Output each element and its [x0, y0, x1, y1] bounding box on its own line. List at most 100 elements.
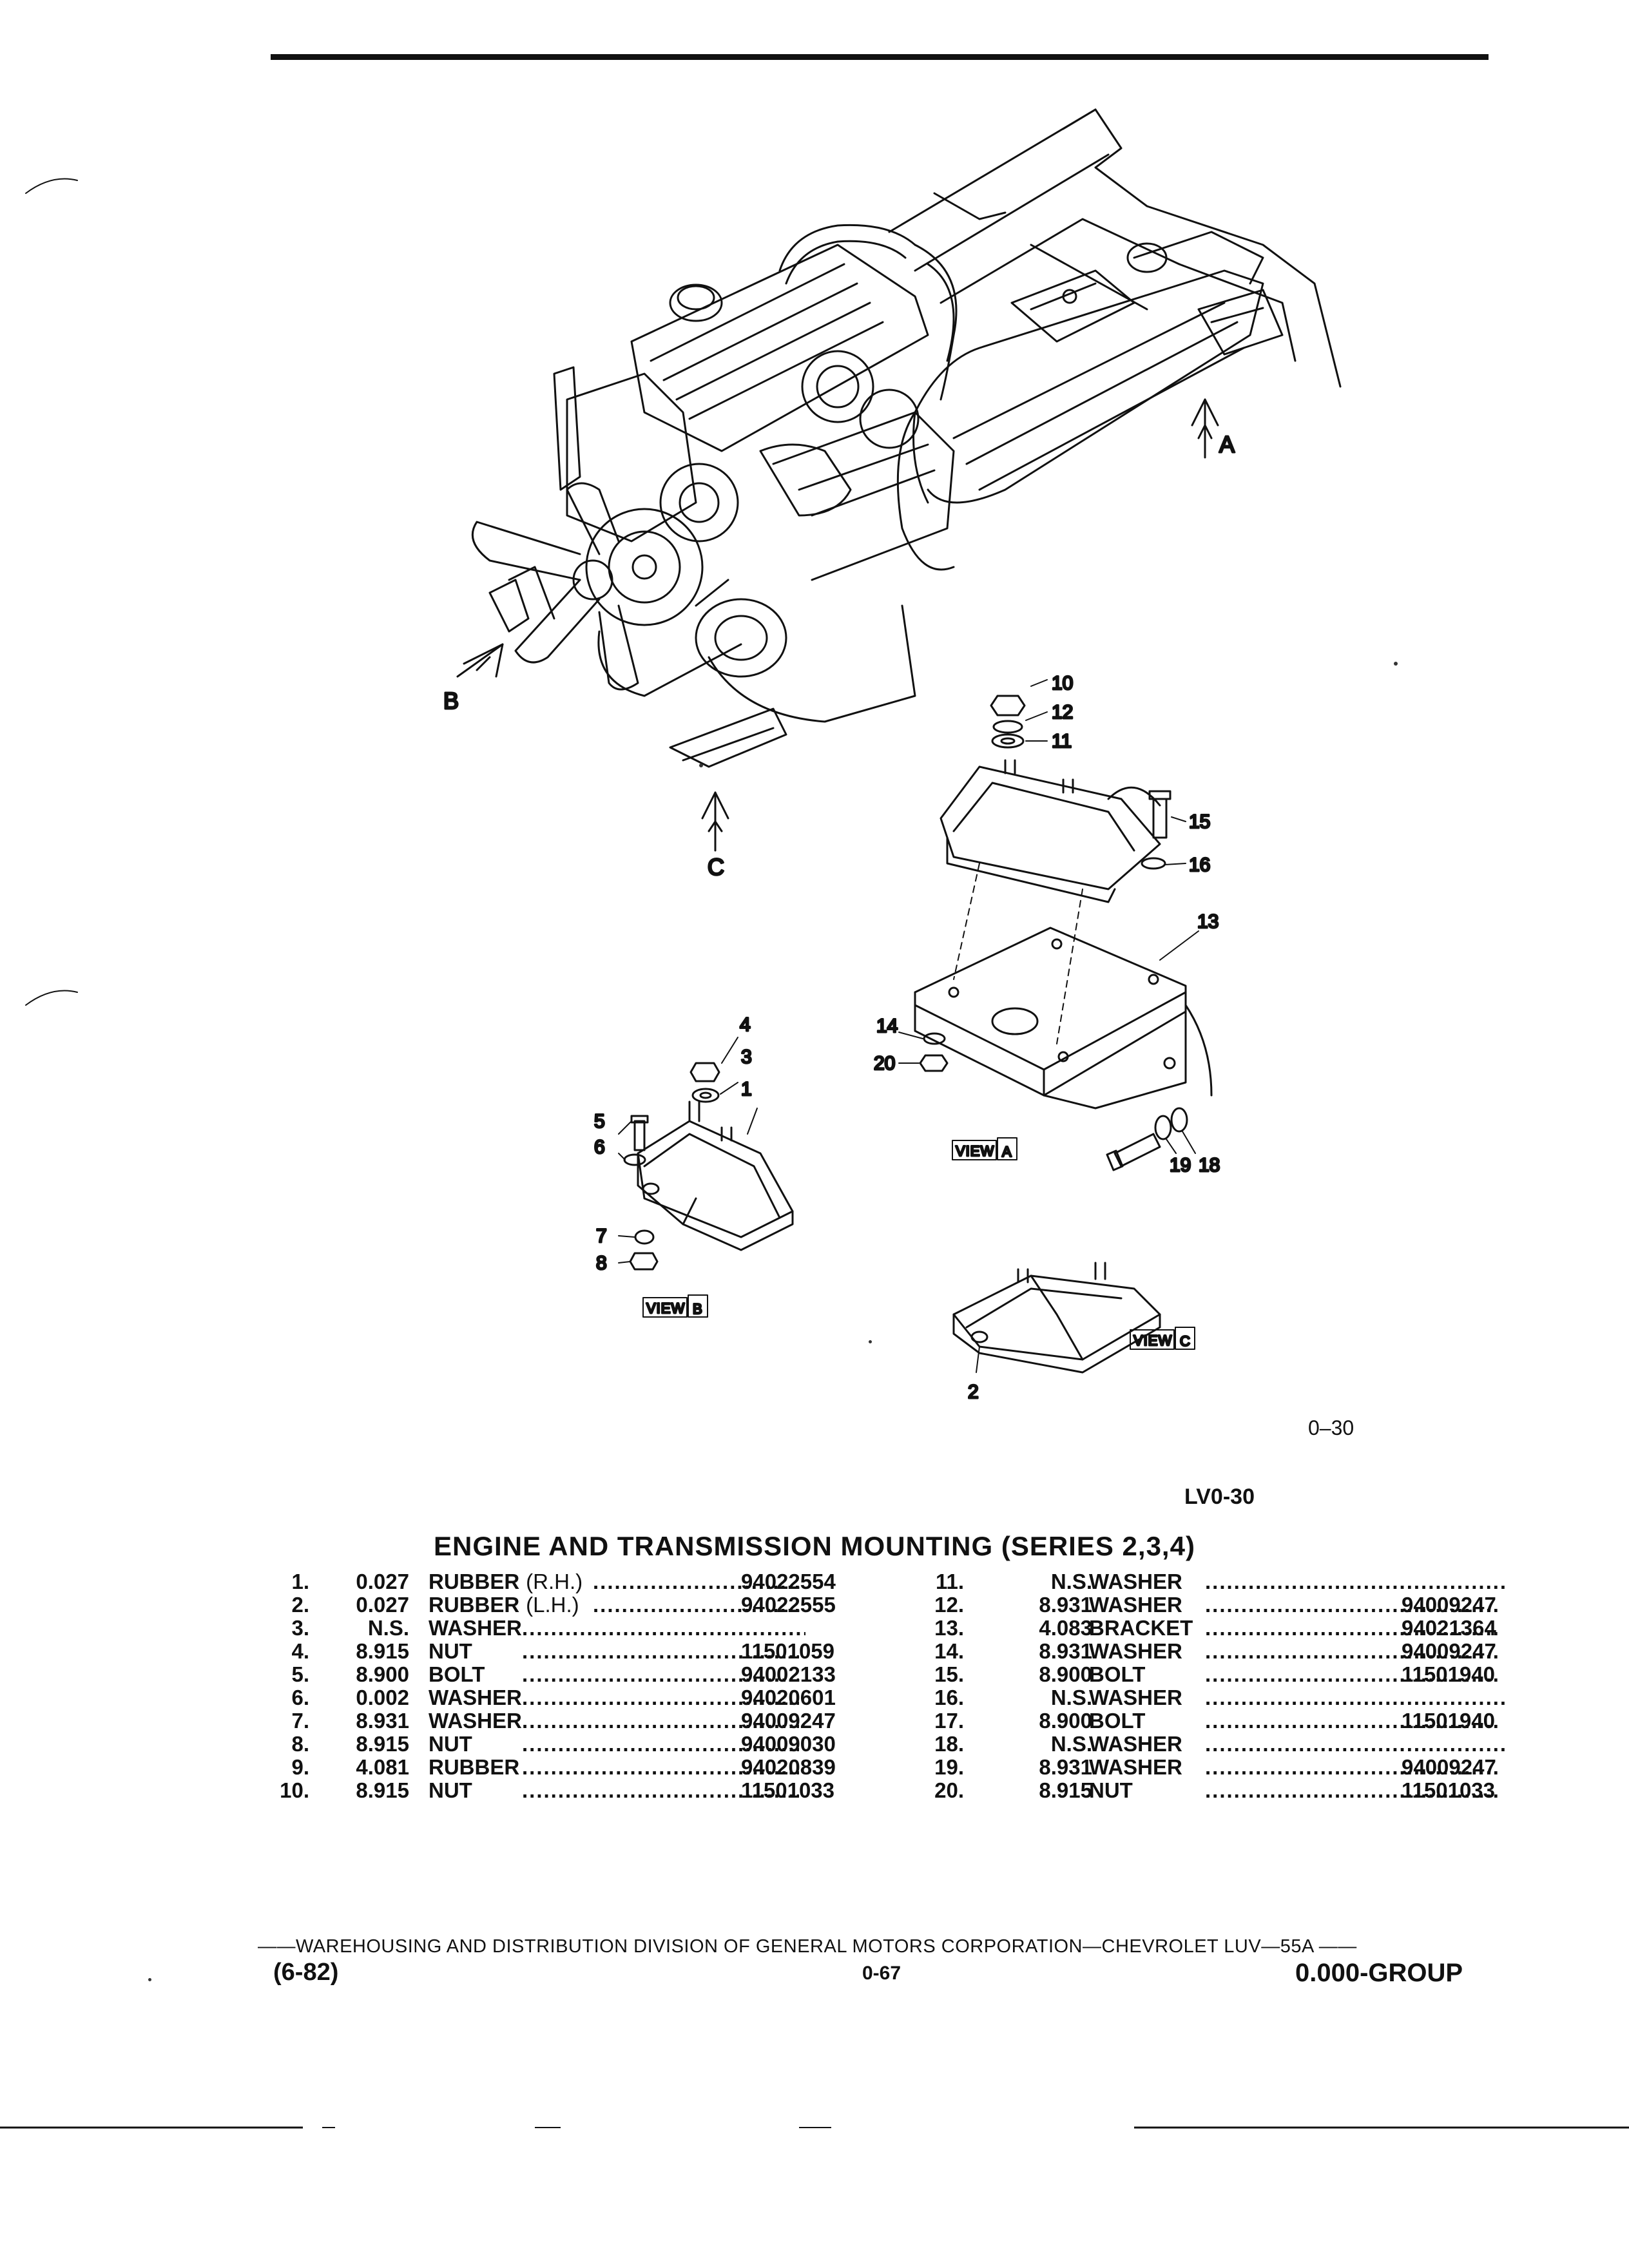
part-catalog-number: 94009247 [1402, 1755, 1496, 1779]
part-quantity-code: N.S. [1050, 1732, 1092, 1756]
part-name: BOLT [1089, 1662, 1146, 1686]
part-description: BOLT [1089, 1709, 1152, 1733]
part-number-index: 12. [934, 1593, 964, 1617]
leader-dots: ........................................… [522, 1616, 805, 1640]
leader-dots: ........................................… [522, 1709, 799, 1733]
part-name: NUT [429, 1639, 472, 1663]
arrow-letter-a: A [1219, 431, 1235, 457]
part-name: WASHER [1089, 1755, 1182, 1779]
part-quantity-code: 4.081 [356, 1755, 409, 1779]
part-quantity-code: 8.931 [1039, 1593, 1092, 1617]
part-number-index: 11. [935, 1570, 964, 1593]
callout-20: 20 [874, 1053, 895, 1074]
exploded-diagram: 10 12 11 15 16 13 14 20 19 18 4 3 1 5 6 … [25, 108, 1342, 1404]
engine-assembly [471, 224, 958, 768]
view-arrow-a [1191, 398, 1219, 459]
svg-text:C: C [1180, 1333, 1191, 1349]
leader-dots: ........................................… [1205, 1755, 1501, 1779]
part-quantity-code: 8.900 [1039, 1662, 1092, 1686]
leader-dots: ........................................… [522, 1755, 799, 1779]
part-quantity-code: 0.027 [356, 1570, 409, 1593]
part-description: WASHER [1089, 1732, 1189, 1756]
part-quantity-code: N.S. [1050, 1686, 1092, 1709]
figure-code: 0–30 [1308, 1416, 1354, 1439]
svg-text:VIEW: VIEW [1133, 1332, 1172, 1349]
view-label-a: VIEW A [952, 1137, 1017, 1161]
leader-dots: ........................................… [522, 1732, 799, 1756]
part-catalog-number: 11501940 [1402, 1662, 1496, 1686]
leader-dots: ........................................… [522, 1662, 799, 1686]
part-number-index: 2. [291, 1593, 309, 1617]
part-quantity-code: 8.915 [356, 1639, 409, 1663]
footer-publisher-line: ——WAREHOUSING AND DISTRIBUTION DIVISION … [258, 1936, 1357, 1957]
view-b-exploded [618, 1037, 794, 1271]
part-name: WASHER [1089, 1593, 1182, 1617]
part-number-index: 17. [934, 1709, 964, 1733]
part-number-index: 1. [291, 1570, 309, 1593]
leader-dots: ........................................… [522, 1778, 799, 1802]
callout-18: 18 [1199, 1155, 1220, 1176]
parts-row: 11.N.S.WASHER...........................… [928, 1570, 1521, 1593]
parts-list-left: 1. 0.027 RUBBER(R.H.).....................… [271, 1570, 876, 1802]
view-arrow-c [701, 791, 729, 852]
callout-11: 11 [1052, 731, 1072, 752]
part-quantity-code: 8.900 [356, 1662, 409, 1686]
part-catalog-number: 94009247 [741, 1709, 836, 1733]
view-label-c: VIEW C [1130, 1327, 1195, 1350]
part-name: NUT [429, 1732, 472, 1756]
part-description: RUBBER(L.H.) [429, 1593, 579, 1617]
leader-dots: ........................................… [522, 1639, 799, 1663]
part-quantity-code: 8.915 [356, 1778, 409, 1802]
part-description: BRACKET [1089, 1616, 1199, 1640]
leader-dots: ........................................… [1205, 1593, 1501, 1617]
part-name: WASHER [429, 1686, 522, 1709]
part-number-index: 10. [280, 1778, 309, 1802]
leader-dots: ........................................… [593, 1570, 799, 1593]
part-number-index: 19. [934, 1755, 964, 1779]
callout-7: 7 [596, 1225, 607, 1247]
leader-dots: ........................................… [1205, 1616, 1501, 1640]
leader-dots: ........................................… [1205, 1570, 1508, 1593]
part-description: BOLT [1089, 1662, 1152, 1687]
part-name: RUBBER [429, 1755, 520, 1779]
view-label-b: VIEW B [642, 1294, 708, 1318]
page-code: LV0-30 [1184, 1485, 1255, 1509]
part-description: RUBBER(R.H.) [429, 1570, 583, 1594]
callout-16: 16 [1189, 854, 1210, 876]
part-catalog-number: 94021364 [1402, 1616, 1496, 1640]
part-quantity-code: 8.915 [1039, 1778, 1092, 1802]
callout-15: 15 [1189, 811, 1210, 832]
part-quantity-code: N.S. [1050, 1570, 1092, 1593]
scan-speck [699, 764, 703, 767]
part-catalog-number: 94022554 [741, 1570, 836, 1593]
part-number-index: 3. [291, 1616, 309, 1640]
callout-19: 19 [1170, 1155, 1191, 1176]
callout-5: 5 [594, 1111, 605, 1132]
part-quantity-code: 8.931 [1039, 1755, 1092, 1779]
callout-10: 10 [1052, 673, 1073, 694]
part-name: BOLT [1089, 1709, 1146, 1733]
transmission-assembly [896, 231, 1284, 571]
part-name: RUBBER [429, 1570, 520, 1593]
part-description: NUT [429, 1778, 479, 1803]
part-description: BOLT [429, 1662, 491, 1687]
part-catalog-number: 94020839 [741, 1755, 836, 1779]
callout-2: 2 [968, 1381, 979, 1403]
footer-page-number: 0-67 [862, 1963, 901, 1984]
part-catalog-number: 94009247 [1402, 1639, 1496, 1663]
chassis-frame [888, 108, 1342, 388]
part-description: WASHER [1089, 1755, 1189, 1780]
callout-13: 13 [1197, 911, 1219, 932]
parts-list-right: 11.N.S.WASHER...........................… [928, 1570, 1521, 1802]
leader-dots: ........................................… [1205, 1686, 1508, 1709]
svg-text:VIEW: VIEW [646, 1300, 685, 1316]
view-a-exploded [898, 679, 1213, 1171]
scan-speck [1394, 662, 1398, 666]
part-quantity-code: 8.931 [356, 1709, 409, 1733]
